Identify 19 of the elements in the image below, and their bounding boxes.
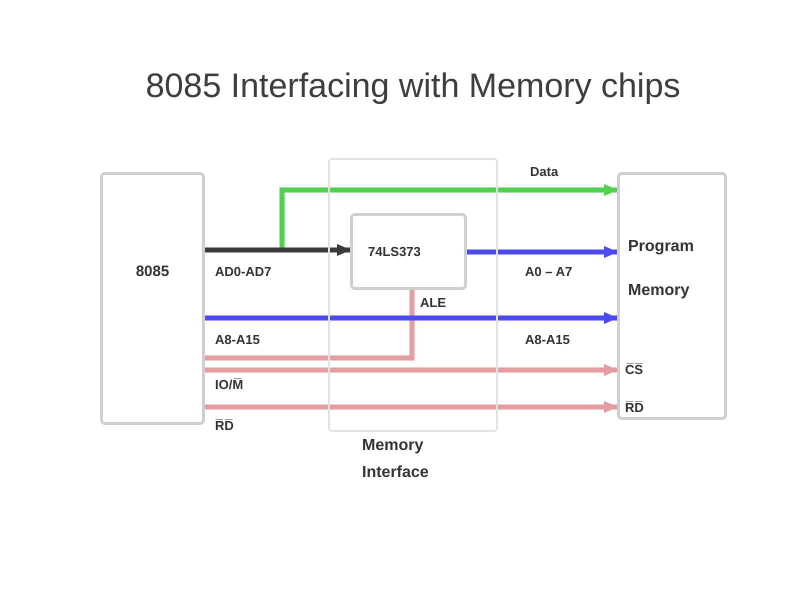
signal-label: A8-A15 [525,332,570,348]
region-label: Memory Interface [362,436,430,483]
arrow [467,246,618,258]
title: 8085 Interfacing with Memory chips [146,66,680,106]
connector-line [205,290,414,360]
arrow [205,401,618,413]
box-label: 74LS373 [368,244,421,260]
pin-label: R̅D̅ [625,400,644,416]
arrow [205,364,618,376]
box-label: 8085 [136,264,170,280]
latch-box [350,213,467,290]
box-label: Program Memory [628,237,695,301]
memory-box [617,172,727,420]
arrow [282,244,351,256]
arrow [205,312,618,324]
arrow [280,184,618,250]
chip-box [100,172,205,425]
pin-label: C̅S̅ [625,362,644,378]
bus-line [205,248,282,252]
